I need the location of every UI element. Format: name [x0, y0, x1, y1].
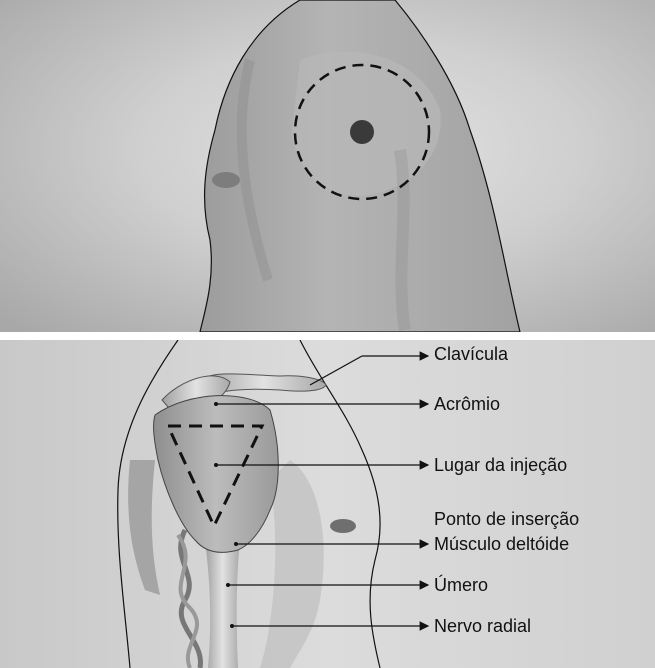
label-deltoid-muscle: Músculo deltóide — [434, 534, 569, 554]
pointer-dot-radial-nerve — [230, 624, 234, 628]
pointer-dot-humerus — [226, 583, 230, 587]
label-clavicle: Clavícula — [434, 344, 508, 364]
pointer-dot-deltoid — [234, 542, 238, 546]
pointer-dot-injection-site — [214, 463, 218, 467]
arm-crease-right — [400, 150, 405, 330]
bottom-background — [0, 340, 655, 668]
upper-arm-drawing — [0, 0, 655, 332]
nipple — [330, 519, 356, 533]
shoulder-anatomy-illustration: Clavícula Acrômio Lugar da injeção Ponto… — [0, 340, 655, 668]
label-humerus: Úmero — [434, 575, 488, 595]
upper-arm-illustration — [0, 0, 655, 332]
label-insertion-point: Ponto de inserção — [434, 509, 579, 529]
label-injection-site: Lugar da injeção — [434, 455, 567, 475]
label-radial-nerve: Nervo radial — [434, 616, 531, 636]
nipple — [212, 172, 240, 188]
pointer-dot-acromion — [214, 402, 218, 406]
injection-target-dot — [350, 120, 374, 144]
anatomy-drawing — [0, 340, 655, 668]
humerus-bone — [205, 540, 240, 668]
label-acromion: Acrômio — [434, 394, 500, 414]
